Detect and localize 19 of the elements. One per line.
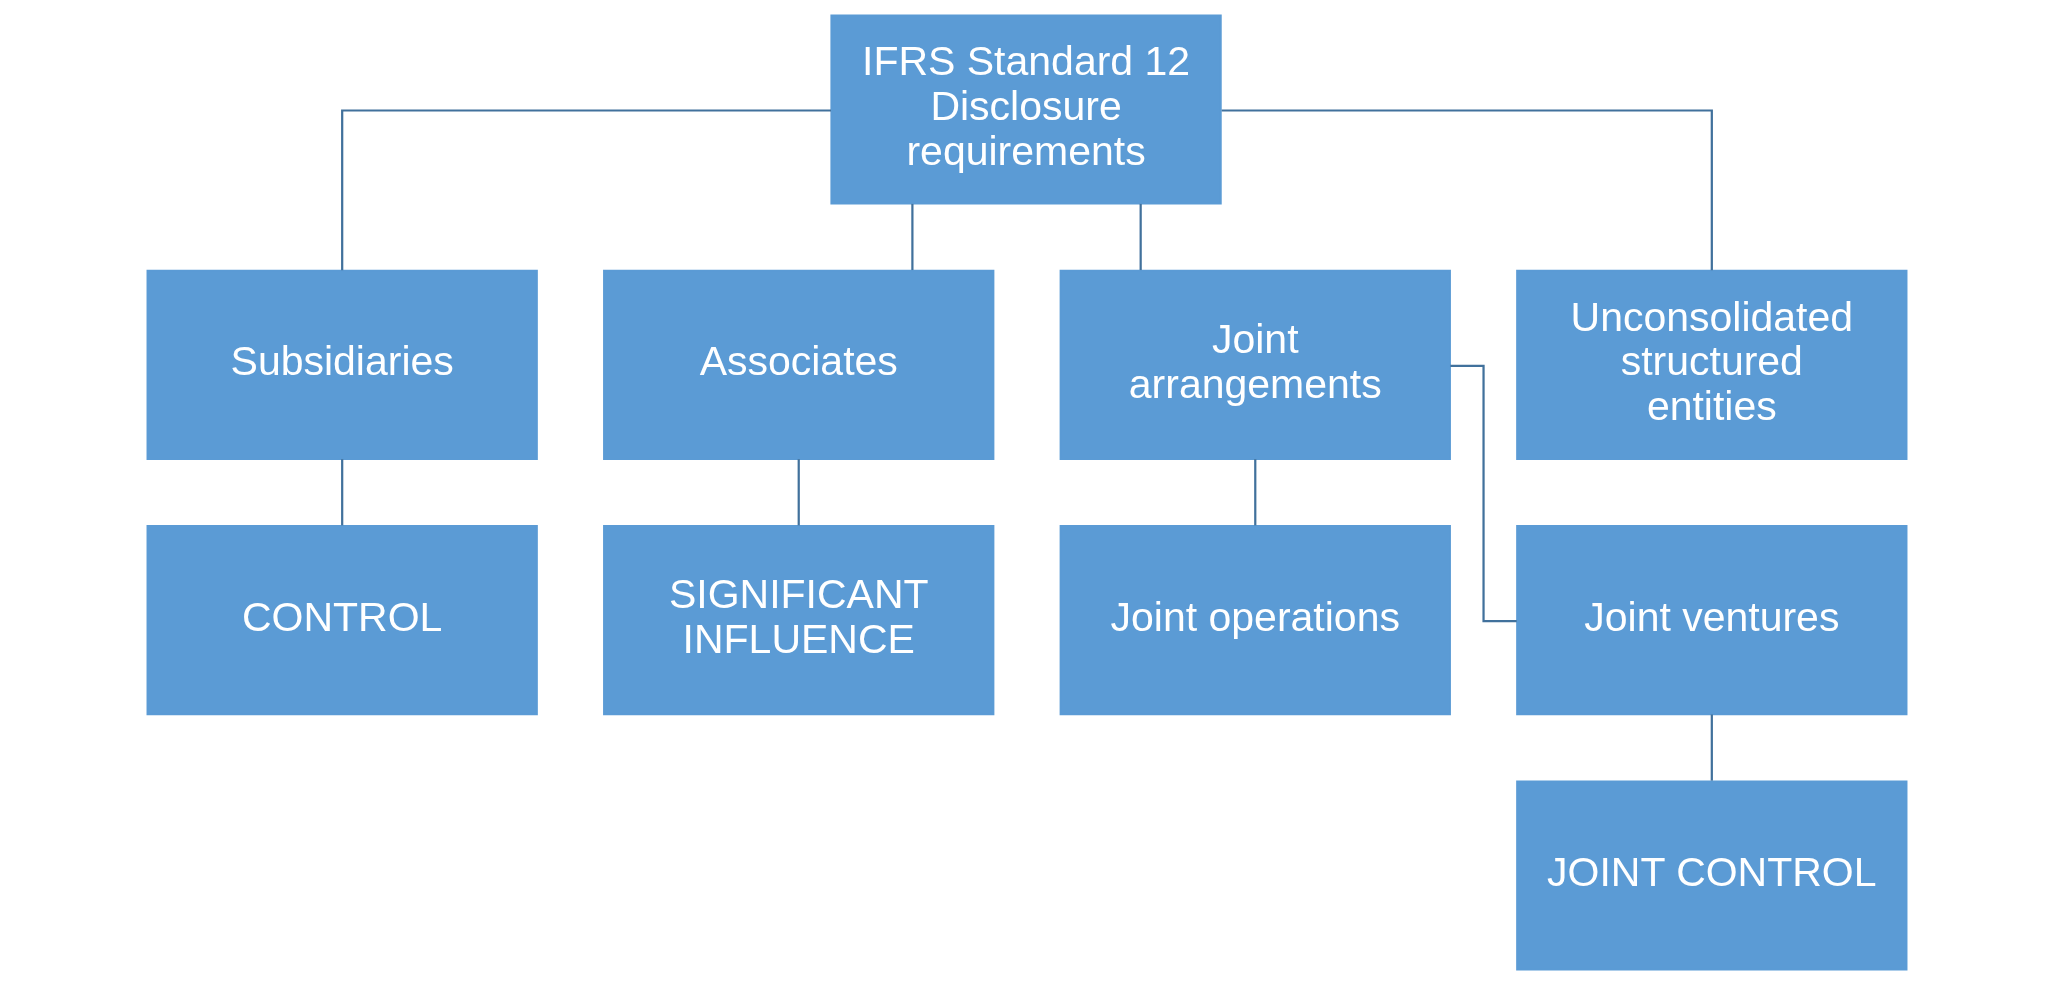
connector xyxy=(340,459,343,526)
node-box: CONTROL xyxy=(146,525,538,716)
connector xyxy=(1221,109,1713,271)
connector xyxy=(1253,459,1256,526)
node-box: Joint operations xyxy=(1059,525,1451,716)
node-box: JOINT CONTROL xyxy=(1515,780,1907,971)
connector xyxy=(340,109,831,271)
connector xyxy=(1139,203,1142,271)
node-box: Joint ventures xyxy=(1515,525,1907,716)
connector xyxy=(797,459,800,526)
node-box: Subsidiaries xyxy=(146,269,538,460)
node-box: Associates xyxy=(602,269,994,460)
node-box: SIGNIFICANT INFLUENCE xyxy=(602,525,994,716)
connector xyxy=(1449,364,1517,623)
node-box: IFRS Standard 12 Disclosure requirements xyxy=(829,14,1222,205)
node-box: Joint arrangements xyxy=(1059,269,1451,460)
connector xyxy=(1710,714,1713,781)
node-box: Unconsolidated structured entities xyxy=(1515,269,1907,460)
connector xyxy=(910,203,913,271)
